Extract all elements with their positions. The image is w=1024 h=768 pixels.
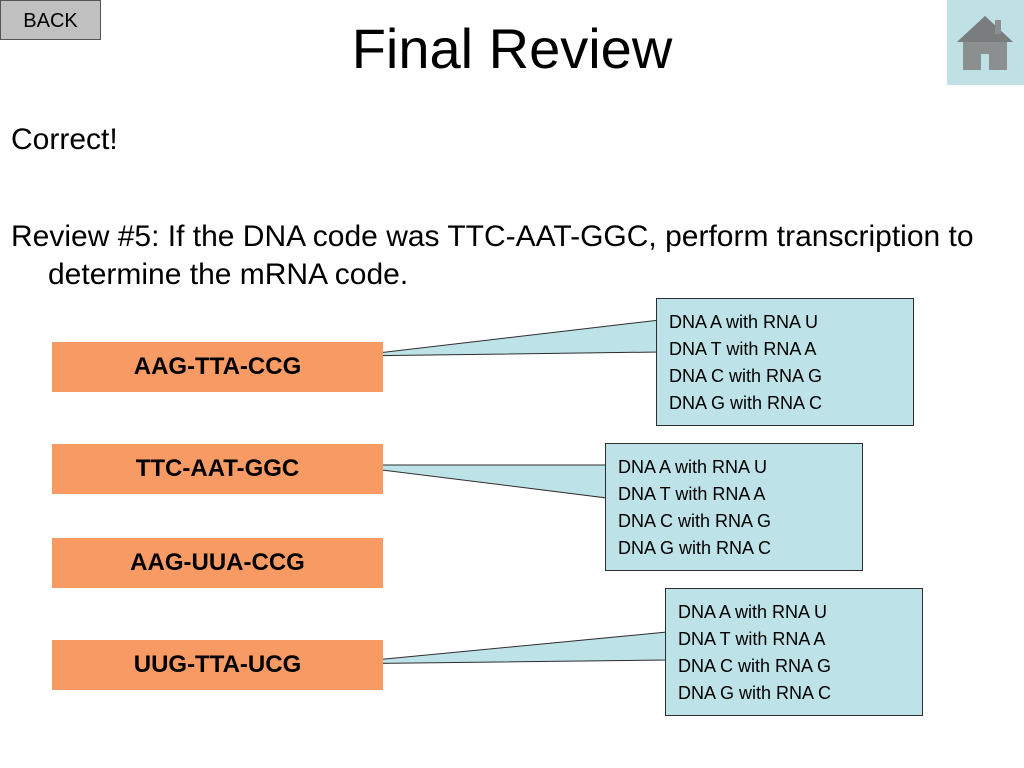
page-title: Final Review [351, 17, 673, 80]
hint-line: DNA T with RNA A [669, 339, 817, 359]
back-button[interactable]: BACK [0, 0, 101, 40]
house-icon [957, 16, 1013, 70]
answer-option-label: AAG-UUA-CCG [130, 549, 305, 576]
hint-line: DNA C with RNA G [669, 366, 823, 386]
home-button[interactable] [947, 0, 1024, 85]
hint-line: DNA C with RNA G [678, 656, 832, 676]
hint-line: DNA A with RNA U [678, 602, 828, 622]
hint-line: DNA T with RNA A [678, 629, 826, 649]
hint-callout-1: DNA A with RNA U DNA T with RNA A DNA C … [656, 298, 914, 426]
answer-option-3[interactable]: AAG-UUA-CCG [52, 538, 383, 588]
hint-callout-2: DNA A with RNA U DNA T with RNA A DNA C … [605, 443, 863, 571]
answer-option-1[interactable]: AAG-TTA-CCG [52, 342, 383, 392]
question-text: Review #5: If the DNA code was TTC-AAT-G… [11, 220, 974, 291]
answer-option-label: TTC-AAT-GGC [135, 455, 300, 482]
hint-line: DNA C with RNA G [618, 511, 772, 531]
hint-line: DNA G with RNA C [678, 683, 832, 703]
callout-pointer-3 [332, 631, 668, 665]
hint-line: DNA T with RNA A [618, 484, 766, 504]
answer-option-2[interactable]: TTC-AAT-GGC [52, 444, 383, 494]
hint-line: DNA A with RNA U [618, 457, 768, 477]
answer-option-label: AAG-TTA-CCG [133, 353, 302, 380]
hint-line: DNA G with RNA C [669, 393, 823, 413]
answer-option-4[interactable]: UUG-TTA-UCG [52, 640, 383, 690]
hint-callout-3: DNA A with RNA U DNA T with RNA A DNA C … [665, 588, 923, 716]
answer-feedback: Correct! [11, 123, 118, 156]
answer-option-label: UUG-TTA-UCG [133, 651, 302, 678]
hint-line: DNA A with RNA U [669, 312, 819, 332]
callout-pointer-1 [351, 319, 661, 357]
hint-line: DNA G with RNA C [618, 538, 772, 558]
